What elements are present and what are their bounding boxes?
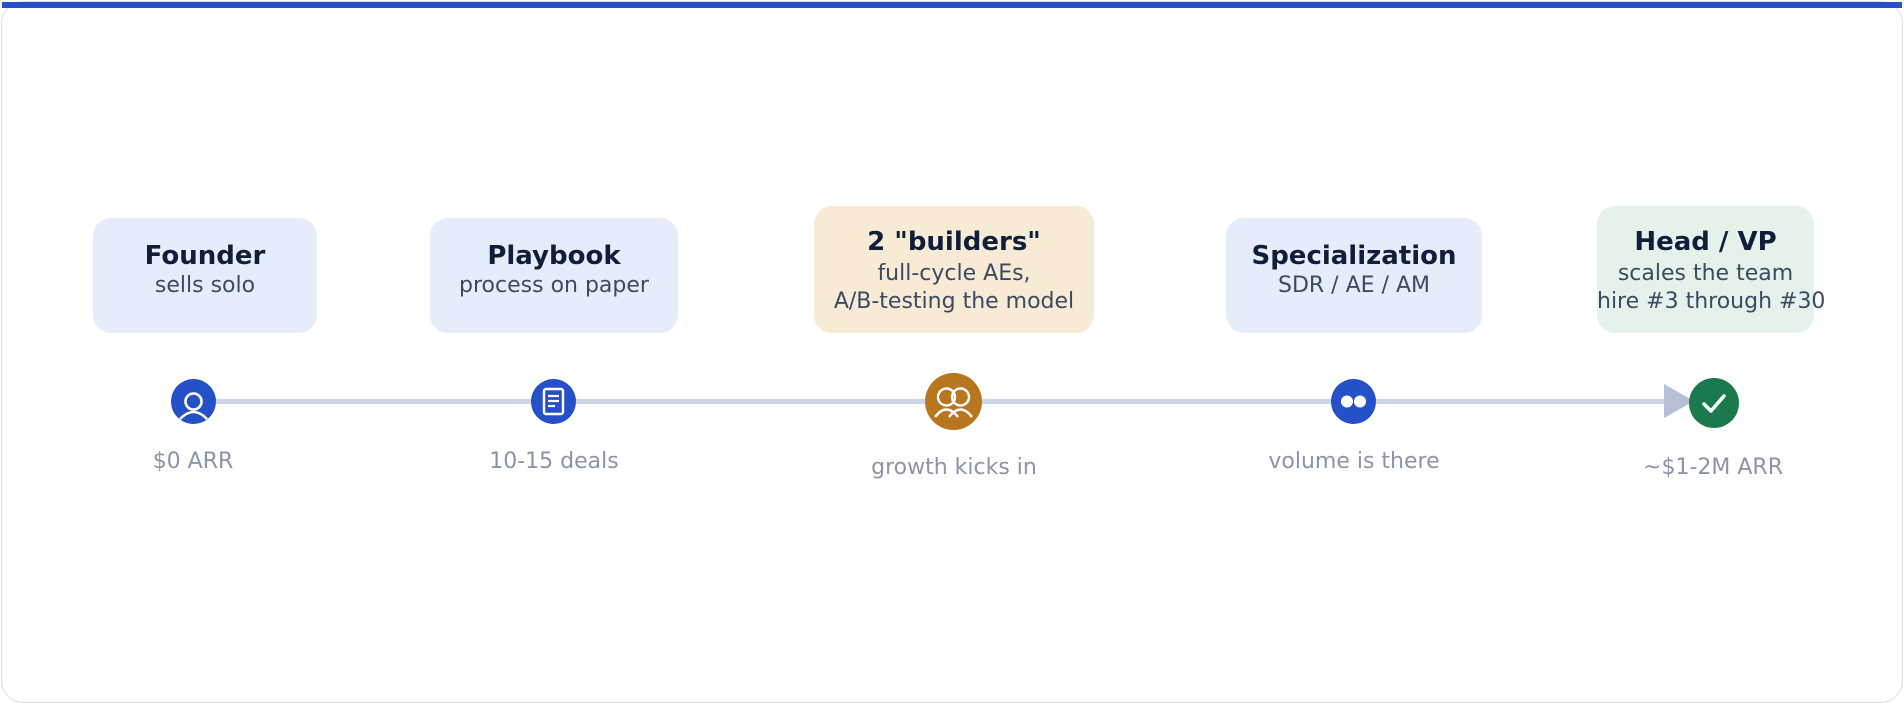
person-icon bbox=[179, 392, 208, 420]
stage-milestone: growth kicks in bbox=[871, 455, 1037, 480]
stage-subtitle-line1: full-cycle AEs, bbox=[877, 261, 1031, 286]
stage-marker-playbook bbox=[531, 379, 576, 424]
stage-subtitle-line2: A/B-testing the model bbox=[833, 289, 1075, 314]
stage-marker-head-vp bbox=[1689, 378, 1739, 428]
stage-title: Founder bbox=[144, 241, 266, 271]
stage-marker-specialization bbox=[1331, 379, 1376, 424]
stage-subtitle: sells solo bbox=[154, 273, 256, 298]
stage-subtitle-line2: hire #3 through #30 bbox=[1597, 289, 1826, 314]
stage-milestone: $0 ARR bbox=[152, 449, 234, 474]
stage-card-playbook: Playbook process on paper bbox=[430, 218, 678, 333]
stage-card-specialization: Specialization SDR / AE / AM bbox=[1226, 218, 1482, 333]
stage-subtitle: SDR / AE / AM bbox=[1278, 273, 1430, 298]
two-dots-icon bbox=[1341, 395, 1366, 408]
document-icon bbox=[542, 387, 565, 416]
stage-title: 2 "builders" bbox=[867, 227, 1041, 257]
stage-marker-builders bbox=[925, 373, 982, 430]
stage-milestone: volume is there bbox=[1268, 449, 1440, 474]
checkmark-icon bbox=[1702, 394, 1726, 413]
stage-milestone: ~$1-2M ARR bbox=[1643, 455, 1783, 480]
stage-card-head-vp: Head / VP scales the team hire #3 throug… bbox=[1597, 206, 1826, 333]
stage-title: Head / VP bbox=[1634, 227, 1777, 257]
stage-milestone: 10-15 deals bbox=[489, 449, 619, 474]
stage-card-founder: Founder sells solo bbox=[93, 218, 317, 333]
stage-card-builders: 2 "builders" full-cycle AEs, A/B-testing… bbox=[814, 206, 1094, 333]
accent-top-bar bbox=[2, 2, 1902, 8]
stage-subtitle: process on paper bbox=[459, 273, 649, 298]
stage-subtitle-line1: scales the team bbox=[1617, 261, 1794, 286]
stage-marker-founder bbox=[171, 379, 216, 424]
two-people-icon bbox=[934, 387, 973, 418]
stage-title: Specialization bbox=[1251, 241, 1457, 271]
stage-title: Playbook bbox=[487, 241, 621, 271]
